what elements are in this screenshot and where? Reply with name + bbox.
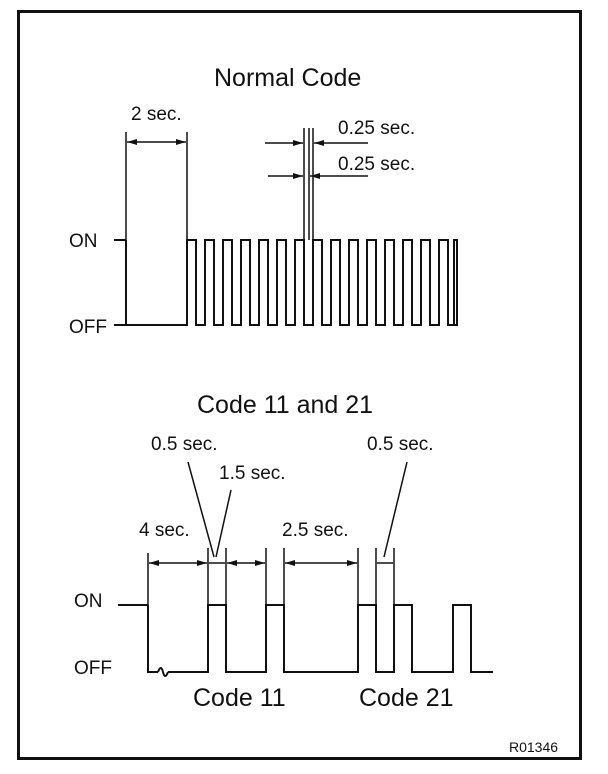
codes-on-label: ON xyxy=(74,591,103,612)
dim-pulse-b-label: 0.5 sec. xyxy=(367,434,434,455)
arrow-25-r xyxy=(347,560,357,566)
normal-code-title: Normal Code xyxy=(214,64,362,92)
code-11-label: Code 11 xyxy=(193,684,286,712)
dim-gap-label: 1.5 sec. xyxy=(219,463,286,484)
dim-025-on-label: 0.25 sec. xyxy=(338,118,416,139)
codes-off-label: OFF xyxy=(74,658,112,679)
dim-025-off-label: 0.25 sec. xyxy=(338,154,416,175)
codes-waveform-start xyxy=(147,605,158,673)
codes-title: Code 11 and 21 xyxy=(197,391,374,419)
arrow-025-top-l xyxy=(293,140,303,146)
dim-2sec-label: 2 sec. xyxy=(131,104,182,125)
arrow-2sec-right xyxy=(176,139,186,145)
arrow-4sec-r xyxy=(197,560,207,566)
dim-pulse-a-label: 0.5 sec. xyxy=(151,434,218,455)
code-21-label: Code 21 xyxy=(359,684,454,712)
dim-between-codes-label: 2.5 sec. xyxy=(282,520,349,541)
normal-on-label: ON xyxy=(69,231,98,252)
arrow-gap-r xyxy=(255,560,265,566)
leader-gap xyxy=(215,489,232,558)
normal-off-label: OFF xyxy=(69,317,107,338)
leader-pulse-b xyxy=(383,461,408,558)
arrow-gap-l xyxy=(227,560,237,566)
arrow-025-top-r xyxy=(314,140,324,146)
normal-code-waveform xyxy=(125,239,458,326)
break-symbol xyxy=(157,667,169,677)
arrow-25-l xyxy=(285,560,295,566)
arrow-2sec-left xyxy=(127,139,137,145)
leader-pulse-a xyxy=(187,461,215,558)
dim-4sec-label: 4 sec. xyxy=(139,520,190,541)
arrow-025-bot-r xyxy=(310,173,320,179)
arrow-025-bot-l xyxy=(293,173,303,179)
arrow-4sec-l xyxy=(149,560,159,566)
diagram-frame xyxy=(17,10,582,760)
figure-reference: R01346 xyxy=(509,739,559,755)
codes-waveform xyxy=(168,604,493,673)
